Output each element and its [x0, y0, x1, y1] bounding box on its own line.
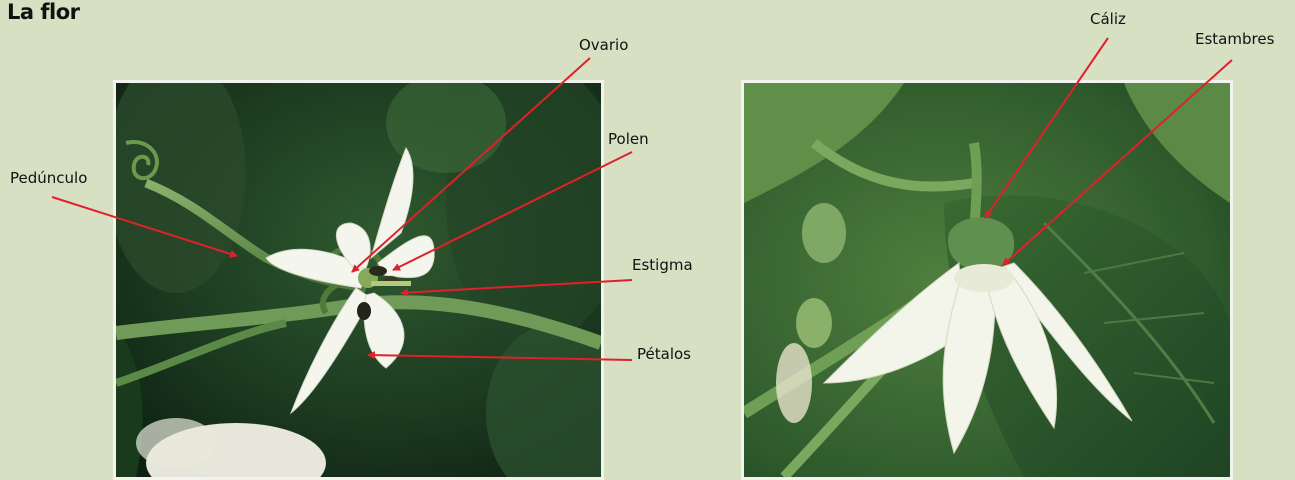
label-estambres: Estambres	[1195, 30, 1274, 48]
flower-hanging-illustration	[744, 83, 1230, 477]
flower-photo-front	[113, 80, 604, 480]
label-polen: Polen	[608, 130, 649, 148]
label-estigma: Estigma	[632, 256, 693, 274]
label-pedunculo: Pedúnculo	[10, 169, 87, 187]
label-caliz: Cáliz	[1090, 10, 1126, 28]
flower-photo-hanging	[741, 80, 1233, 480]
page-title: La flor	[7, 0, 79, 24]
flower-front-illustration	[116, 83, 601, 477]
label-ovario: Ovario	[579, 36, 628, 54]
label-petalos: Pétalos	[637, 345, 691, 363]
